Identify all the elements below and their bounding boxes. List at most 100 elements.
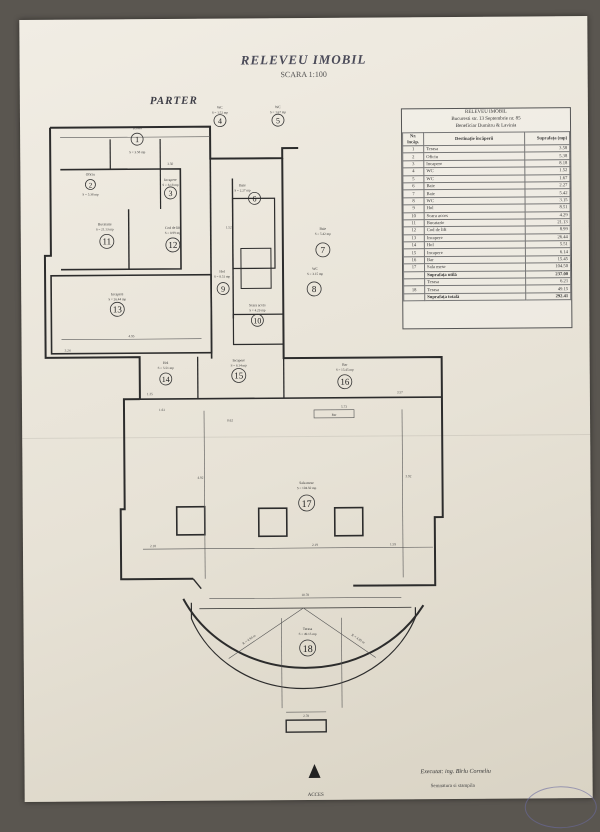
legend-cell-area: 26.44 xyxy=(525,233,570,241)
room-number-15: 15 xyxy=(234,370,244,380)
dim-line-hall-h xyxy=(143,547,433,549)
room-area-12: S = 8.99 mp xyxy=(165,231,182,235)
room-number-1: 1 xyxy=(135,135,139,144)
room-number-11: 11 xyxy=(102,236,111,246)
legend-cell-nr: 14 xyxy=(403,242,424,250)
hall-wall-left xyxy=(120,399,193,579)
room-area-10: S = 4.29 mp xyxy=(249,308,266,312)
room-area-17: S = 104.50 mp xyxy=(297,486,317,490)
room-name-17: Sala mese xyxy=(299,481,314,485)
dim-hol-14: 1.61 xyxy=(159,408,165,412)
room-name-11: Bucatarie xyxy=(98,222,112,226)
dim-room-3: 3.50 xyxy=(167,162,173,166)
legend-cell-nr: 9 xyxy=(403,205,424,213)
dim-room-13-bottom: 4.95 xyxy=(129,334,135,338)
dim-line-terrace-top xyxy=(209,597,401,598)
document-sheet: RELEVEU IMOBIL SCARA 1:100 PARTER xyxy=(19,16,592,802)
bar-counter-label: Bar xyxy=(332,413,338,417)
hall-wall-right xyxy=(352,397,443,586)
room-13-walls xyxy=(51,275,212,354)
legend-cell-area: 2.27 xyxy=(525,182,570,190)
legend-cell-area: 49.15 xyxy=(526,285,571,293)
stamp-seal xyxy=(525,786,597,829)
room-area-11: S = 21.13 mp xyxy=(96,227,114,231)
room-number-7: 7 xyxy=(321,245,326,255)
column-1 xyxy=(177,507,205,535)
legend-cell-area: 5.38 xyxy=(525,152,570,160)
dim-hall-top: 5.73 xyxy=(341,405,347,409)
outer-wall-top xyxy=(50,126,298,160)
dim-line-13 xyxy=(62,339,202,340)
legend-cell-nr: 4 xyxy=(403,168,424,176)
legend-cell-area: 6.21 xyxy=(526,278,571,286)
room-area-1: S = 3.58 mp xyxy=(129,150,146,154)
room-area-5: S = 1.67 mp xyxy=(270,110,287,114)
room-name-9: Hol xyxy=(219,270,224,274)
column-2 xyxy=(259,508,287,536)
area-legend-table: RELEVEU IMOBIL Bucuresti str. 13 Septemb… xyxy=(401,107,573,329)
room-name-5: WC xyxy=(275,105,281,109)
hall-wall-bottom-left xyxy=(193,579,201,589)
legend-cell-area: 3.58 xyxy=(525,145,570,153)
room-name-10: Scara acces xyxy=(249,303,266,307)
room-name-16: Bar xyxy=(342,363,348,367)
room-number-12: 12 xyxy=(168,240,177,250)
legend-cell-nr: 12 xyxy=(403,227,424,235)
legend-total-label: Suprafața totală xyxy=(425,293,526,301)
outer-wall-left xyxy=(44,127,140,400)
room-area-4: S = 1.52 mp xyxy=(212,111,229,115)
terrace-chord xyxy=(199,607,411,608)
room-area-6: S = 2.27 mp xyxy=(234,188,251,192)
legend-cell-nr: 18 xyxy=(404,286,425,294)
room-number-9: 9 xyxy=(221,285,225,294)
legend-header-area: Suprafața (mp) xyxy=(525,132,570,145)
legend-cell-area: 8.99 xyxy=(525,226,570,234)
legend-header-nr: Nr. încăp. xyxy=(403,133,424,146)
terrace-step xyxy=(286,720,326,732)
room-area-13: S = 26.44 mp xyxy=(108,297,126,301)
room-area-16: S = 15.45 mp xyxy=(336,368,354,372)
north-arrow-icon xyxy=(308,764,320,778)
dim-hall-right: 3.92 xyxy=(405,474,411,478)
legend-beneficiary: Beneficiar Dumitru & Lavinia xyxy=(402,122,570,130)
room-name-4: WC xyxy=(217,106,223,110)
room-name-7: Baie xyxy=(319,227,326,231)
room-name-8: WC xyxy=(312,267,318,271)
legend-cell-nr: 8 xyxy=(403,197,424,205)
dim-hall-left: 4.92 xyxy=(197,476,203,480)
wall-mid-horizontal xyxy=(140,397,442,399)
legend-cell-nr: 13 xyxy=(403,234,424,242)
legend-cell-area: 21.13 xyxy=(525,219,570,227)
dim-room-13-left: 3.24 xyxy=(65,349,71,353)
legend-total-row: Suprafața totală 292.41 xyxy=(404,292,571,301)
legend-total-body: Suprafața totală 292.41 xyxy=(404,292,571,301)
executed-by: Executat: ing. Bîrlu Corneliu xyxy=(421,769,491,775)
dim-hall-bottom-3: 1.59 xyxy=(390,542,396,546)
legend-cell-area: 3.15 xyxy=(525,196,570,204)
room-number-14: 14 xyxy=(162,375,170,384)
room-name-13: Incapere xyxy=(111,292,124,296)
room-name-1: Terasa xyxy=(132,126,142,130)
room-area-15: S = 6.14 mp xyxy=(231,363,248,367)
room-number-16: 16 xyxy=(340,377,350,387)
legend-header-row: Nr. încăp. Destinație încăperii Suprafaț… xyxy=(403,132,570,146)
dim-radius-left: R = 4.94 m xyxy=(242,633,257,645)
access-label: ACCES xyxy=(308,793,324,798)
legend-cell-nr: 17 xyxy=(403,264,424,272)
legend-cell-area: 5.51 xyxy=(525,241,570,249)
room-area-14: S = 5.51 mp xyxy=(158,366,175,370)
legend-table: Nr. încăp. Destinație încăperii Suprafaț… xyxy=(402,131,571,301)
dim-line-hall-left xyxy=(204,411,205,579)
legend-cell-area: 8.18 xyxy=(525,159,570,167)
legend-cell-nr: 5 xyxy=(403,175,424,183)
column-3 xyxy=(335,508,363,536)
legend-cell-nr: 7 xyxy=(403,190,424,198)
dim-room-14: 1.35 xyxy=(147,392,153,396)
legend-cell-area: 15.45 xyxy=(525,256,570,264)
room-name-3: Incapere xyxy=(164,178,177,182)
room-number-18: 18 xyxy=(303,644,313,655)
dim-line-radius-1 xyxy=(228,608,303,659)
legend-cell-area: 1.52 xyxy=(525,167,570,175)
legend-cell-nr: 11 xyxy=(403,220,424,228)
